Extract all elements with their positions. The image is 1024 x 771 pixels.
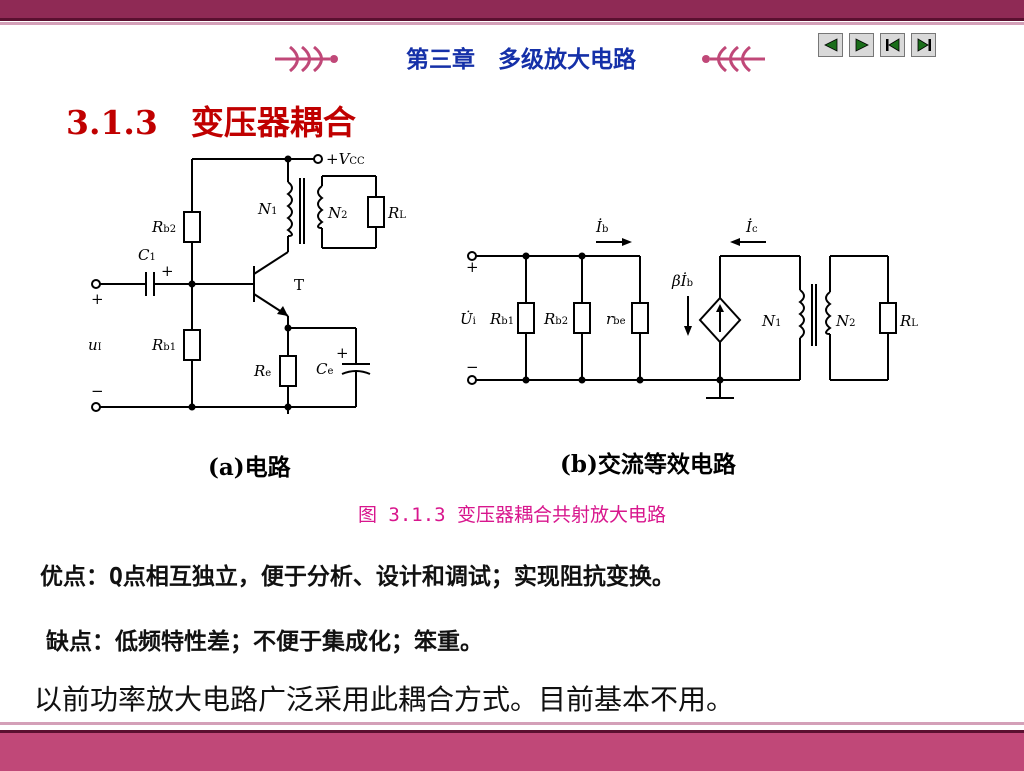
beta-ib-label: βİ: [671, 272, 688, 290]
svg-text:N2: N2: [835, 312, 856, 330]
n1-label: N: [257, 200, 272, 218]
c1-sub: 1: [149, 252, 155, 263]
rb2-label: R: [151, 218, 163, 236]
rbe-sub: be: [613, 316, 625, 327]
svg-text:rbe: rbe: [606, 310, 626, 328]
cons-text: 缺点：低频特性差；不便于集成化；笨重。: [46, 629, 483, 655]
svg-text:N1: N1: [761, 312, 782, 330]
rl-sub-b: L: [911, 318, 918, 329]
beta-ib-sub: b: [687, 278, 693, 289]
ic-sub: c: [752, 224, 758, 235]
svg-text:Rb1: Rb1: [489, 310, 514, 328]
ic-label: İ: [745, 218, 753, 236]
svg-text:uI: uI: [88, 336, 102, 354]
first-icon: [885, 38, 899, 52]
n1-label-b: N: [761, 312, 776, 330]
input-minus-b: −: [466, 358, 479, 376]
section-title: 3.1.3 变压器耦合: [66, 103, 356, 142]
ce-sub: e: [327, 366, 333, 377]
svg-text:İc: İc: [745, 218, 758, 236]
c1-label: C: [138, 246, 150, 264]
ui-label: u: [88, 336, 98, 354]
svg-text:U̇i: U̇i: [460, 310, 476, 328]
left-ornament-icon: [275, 45, 338, 73]
input-minus: −: [91, 382, 104, 400]
first-button[interactable]: [880, 33, 905, 57]
ui-label-b: U̇: [460, 310, 474, 328]
svg-text:RL: RL: [387, 204, 406, 222]
svg-text:+VCC: +VCC: [326, 152, 365, 168]
ce-plus: +: [336, 344, 349, 362]
re-sub: e: [265, 368, 271, 379]
circuit-a-diagram: +VCC Rb2 Rb1 C1 + + − uI N1 N2 RL T Re C…: [88, 150, 406, 414]
svg-text:İb: İb: [595, 218, 608, 236]
prev-button[interactable]: [818, 33, 843, 57]
nav-controls: [818, 33, 936, 57]
prev-icon: [823, 38, 837, 52]
rb1-label: R: [151, 336, 163, 354]
rb2-sub: b2: [163, 224, 176, 235]
rl-sub: L: [399, 210, 406, 221]
circuit-a-panel: +VCC Rb2 Rb1 C1 + + − uI N1 N2 RL T Re C…: [86, 150, 416, 470]
svg-text:Ce: Ce: [316, 360, 333, 378]
bottom-stripe: [0, 722, 1024, 725]
ui-sub: I: [98, 342, 102, 353]
re-label: R: [253, 362, 265, 380]
svg-text:Re: Re: [253, 362, 271, 380]
n1-sub: 1: [271, 206, 277, 217]
n2-label: N: [327, 204, 342, 222]
right-ornament-icon: [702, 45, 765, 73]
input-plus: +: [91, 290, 104, 308]
top-band: [0, 0, 1024, 21]
note-text: 以前功率放大电路广泛采用此耦合方式。目前基本不用。: [34, 683, 735, 716]
svg-text:N2: N2: [327, 204, 348, 222]
chapter-title: 第三章 多级放大电路: [348, 36, 694, 78]
vcc-sub: CC: [349, 156, 365, 167]
svg-text:N1: N1: [257, 200, 278, 218]
rl-label: R: [387, 204, 399, 222]
next-icon: [855, 38, 869, 52]
vcc-label: +V: [326, 152, 352, 168]
rb2-sub-b: b2: [555, 316, 568, 327]
top-stripe: [0, 22, 1024, 25]
pros-text: 优点：Q点相互独立，便于分析、设计和调试；实现阻抗变换。: [40, 564, 675, 590]
last-icon: [917, 38, 931, 52]
last-button[interactable]: [911, 33, 936, 57]
c1-plus: +: [161, 262, 174, 280]
bottom-band: [0, 730, 1024, 771]
rb1-sub-b: b1: [501, 316, 514, 327]
n2-sub: 2: [341, 210, 347, 221]
rl-label-b: R: [899, 312, 911, 330]
circuit-b-panel: İb İc + − U̇i Rb1 Rb2 rbe βİb N1 N2 RL: [450, 200, 930, 430]
n1-sub-b: 1: [775, 318, 781, 329]
svg-text:C1: C1: [138, 246, 156, 264]
rb2-label-b: R: [543, 310, 555, 328]
rbe-label: r: [606, 310, 614, 328]
svg-text:Rb2: Rb2: [151, 218, 176, 236]
ib-label: İ: [595, 218, 603, 236]
ib-sub: b: [602, 224, 608, 235]
svg-text:βİb: βİb: [671, 272, 693, 290]
n2-sub-b: 2: [849, 318, 855, 329]
input-plus-b: +: [466, 258, 479, 276]
next-button[interactable]: [849, 33, 874, 57]
caption-b: (b)交流等效电路: [560, 451, 736, 478]
figure-caption: 图 3.1.3 变压器耦合共射放大电路: [357, 504, 667, 526]
transistor-label: T: [294, 276, 304, 294]
circuit-b-diagram: İb İc + − U̇i Rb1 Rb2 rbe βİb N1 N2 RL: [460, 218, 918, 399]
svg-text:Rb1: Rb1: [151, 336, 176, 354]
svg-text:Rb2: Rb2: [543, 310, 568, 328]
caption-a: (a)电路: [208, 454, 291, 481]
rb1-sub: b1: [163, 342, 176, 353]
svg-text:RL: RL: [899, 312, 918, 330]
ce-label: C: [316, 360, 328, 378]
n2-label-b: N: [835, 312, 850, 330]
rb1-label-b: R: [489, 310, 501, 328]
ui-sub-b: i: [473, 316, 476, 327]
